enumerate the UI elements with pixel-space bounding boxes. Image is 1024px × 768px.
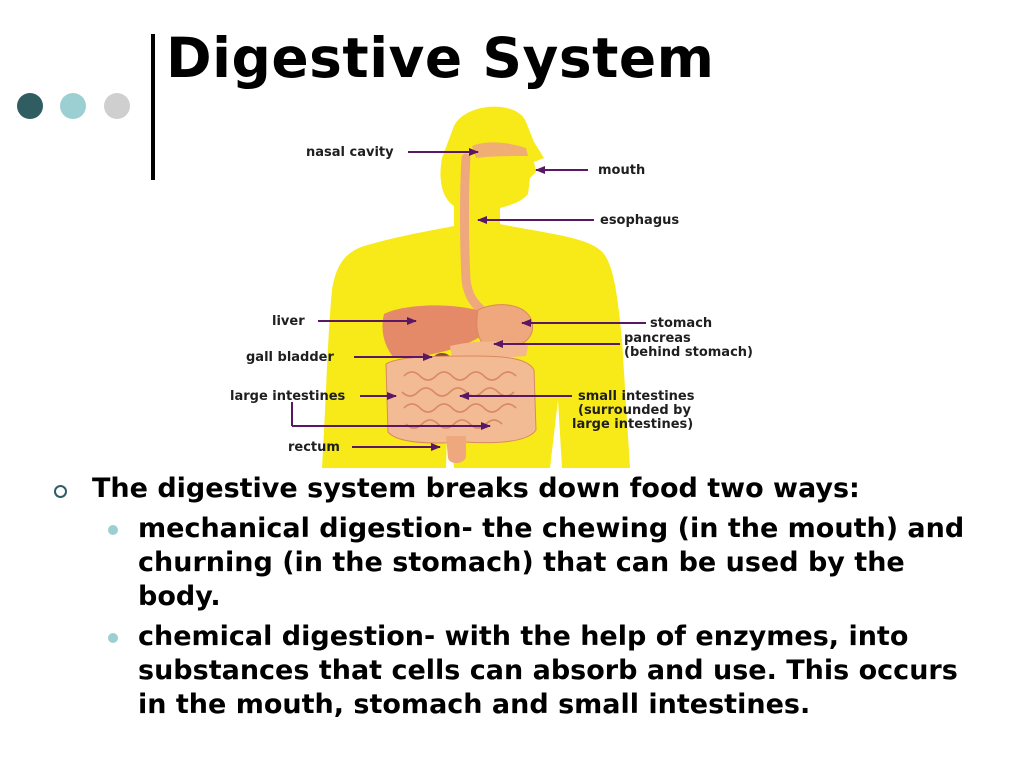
title-divider	[151, 34, 155, 180]
rectum-shape	[446, 436, 466, 464]
stomach-shape	[476, 304, 533, 351]
bullet-chemical-text: chemical digestion- with the help of enz…	[138, 621, 958, 720]
dot-dark	[17, 93, 43, 119]
label-rectum: rectum	[288, 440, 340, 455]
label-pancreas: pancreas	[624, 331, 691, 346]
label-small-intestines: small intestines	[578, 389, 695, 404]
dot-bullet-icon	[108, 633, 118, 643]
bullet-chemical: chemical digestion- with the help of enz…	[52, 620, 992, 722]
label-mouth: mouth	[598, 163, 645, 178]
dot-teal	[60, 93, 86, 119]
label-small-intestines-note-2: large intestines)	[572, 417, 693, 432]
digestive-system-diagram: nasal cavity mouth esophagus liver stoma…	[228, 100, 788, 470]
pancreas-shape	[450, 341, 528, 358]
slide-title: Digestive System	[166, 26, 715, 90]
dot-bullet-icon	[108, 525, 118, 535]
nasal-cavity-shape	[472, 142, 528, 158]
label-liver: liver	[272, 314, 305, 329]
dot-gray	[104, 93, 130, 119]
esophagus-shape	[460, 153, 489, 317]
label-pancreas-note: (behind stomach)	[624, 345, 753, 360]
label-stomach: stomach	[650, 316, 712, 331]
label-small-intestines-note-1: (surrounded by	[578, 403, 691, 418]
label-large-intestines: large intestines	[230, 389, 346, 404]
label-gall-bladder: gall bladder	[246, 350, 334, 365]
large-intestine-shape	[385, 355, 537, 444]
bullet-mechanical-text: mechanical digestion- the chewing (in th…	[138, 513, 965, 612]
bullet-main: The digestive system breaks down food tw…	[52, 472, 992, 506]
label-esophagus: esophagus	[600, 213, 679, 228]
bullet-main-text: The digestive system breaks down food tw…	[92, 473, 860, 504]
label-nasal-cavity: nasal cavity	[306, 145, 394, 160]
bullet-mechanical: mechanical digestion- the chewing (in th…	[52, 512, 992, 614]
ring-bullet-icon	[54, 485, 67, 498]
bullet-list: The digestive system breaks down food tw…	[52, 472, 992, 722]
label-arrows	[291, 148, 646, 451]
